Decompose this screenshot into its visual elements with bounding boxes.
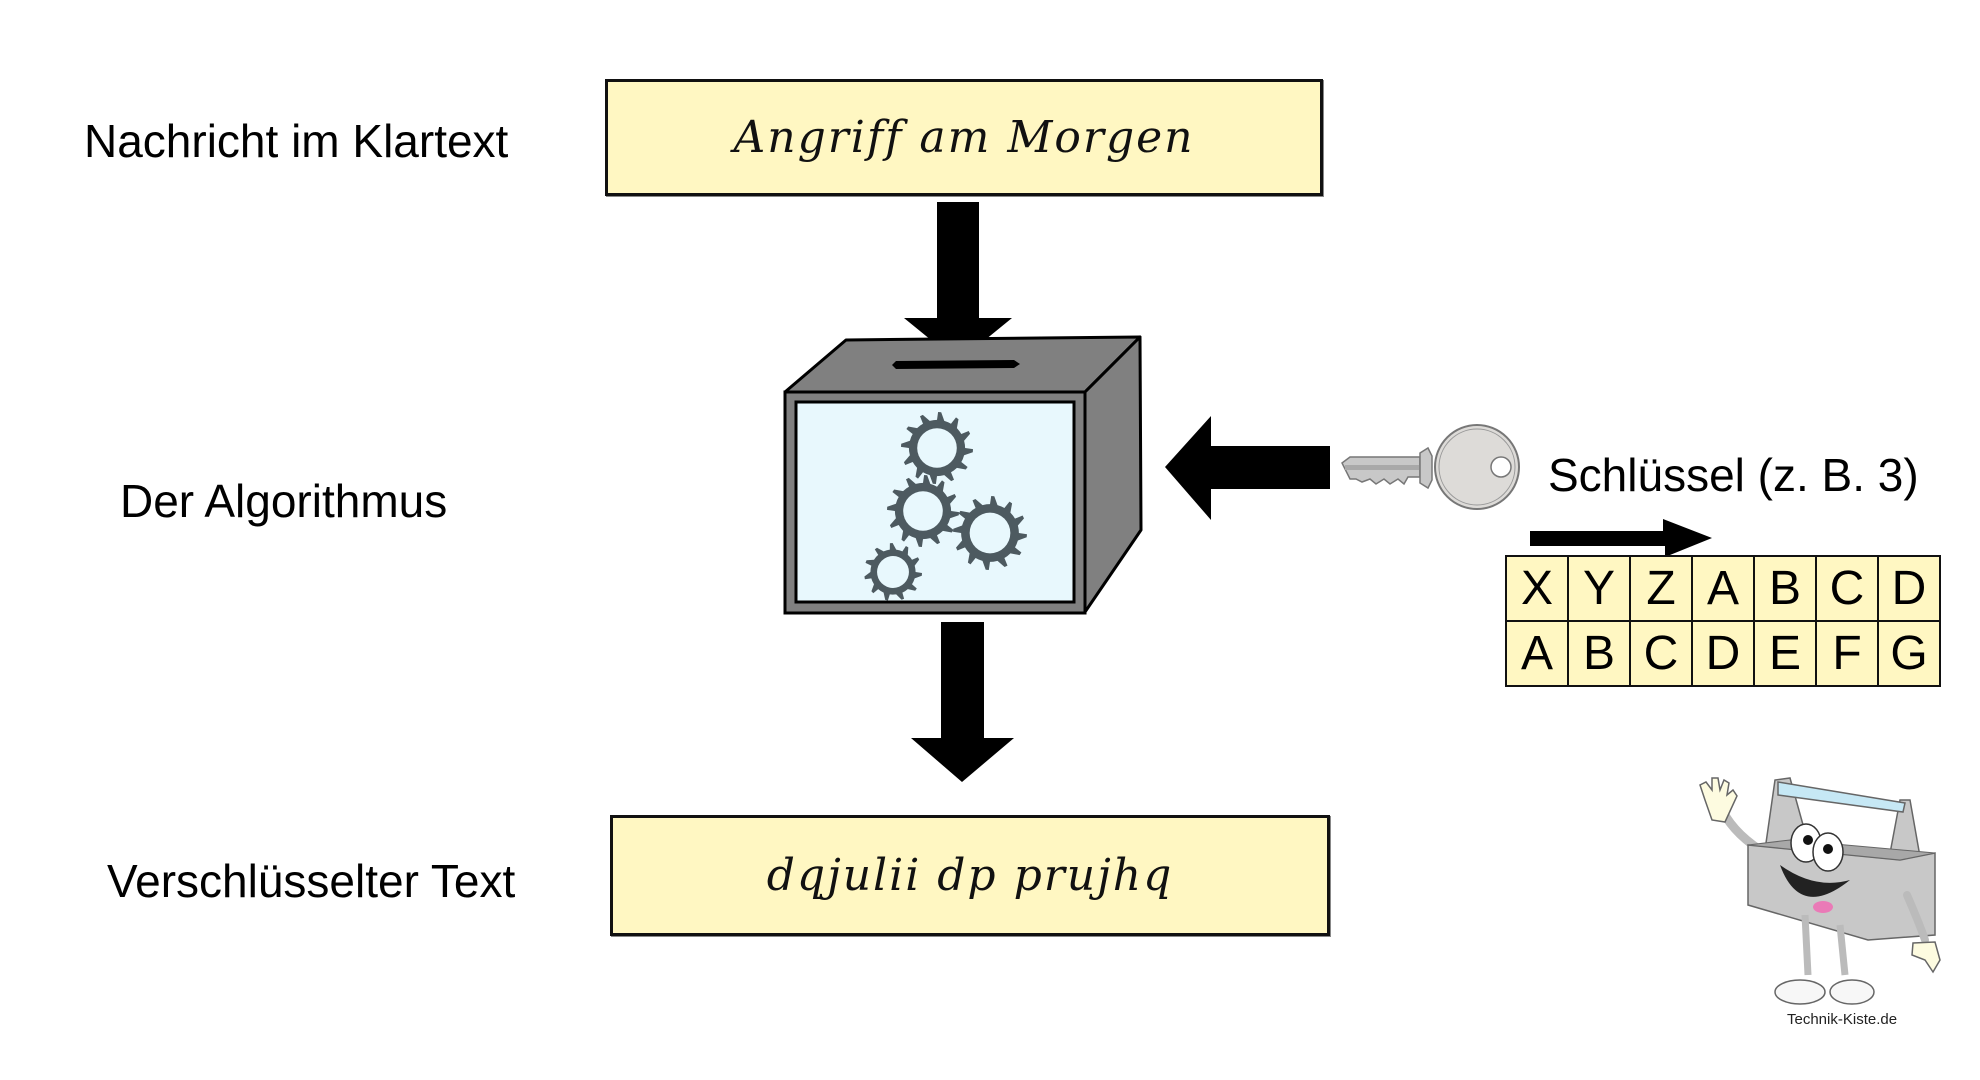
gear-icon <box>901 412 973 484</box>
key-label: Schlüssel (z. B. 3) <box>1548 449 1919 501</box>
cipher-cell: X <box>1505 555 1569 622</box>
plain-cell: D <box>1691 620 1755 687</box>
cipher-cell: A <box>1691 555 1755 622</box>
site-credit: Technik-Kiste.de <box>1787 1011 1898 1028</box>
cipher-table-row-top: X Y Z A B C D <box>1505 555 1941 622</box>
cipher-cell: Z <box>1629 555 1693 622</box>
gear-icon <box>953 496 1027 570</box>
plain-cell: C <box>1629 620 1693 687</box>
plaintext-message: Angriff am Morgen <box>733 112 1195 163</box>
gear-icon <box>887 475 959 547</box>
plaintext-label: Nachricht im Klartext <box>84 115 509 167</box>
algorithm-label: Der Algorithmus <box>120 475 448 527</box>
plain-cell: E <box>1753 620 1817 687</box>
cipher-shift-table: X Y Z A B C D A B C D E F G <box>1505 555 1941 687</box>
cipher-cell: C <box>1815 555 1879 622</box>
cipher-cell: Y <box>1567 555 1631 622</box>
plain-cell: A <box>1505 620 1569 687</box>
ciphertext-box: dqjulii dp prujhq <box>610 815 1330 936</box>
ciphertext-label: Verschlüsselter Text <box>107 855 516 907</box>
gear-icon <box>864 543 922 601</box>
plaintext-box: Angriff am Morgen <box>605 79 1323 196</box>
cipher-table-row-bottom: A B C D E F G <box>1505 620 1941 687</box>
ciphertext-message: dqjulii dp prujhq <box>766 850 1174 901</box>
plain-cell: F <box>1815 620 1879 687</box>
plain-cell: B <box>1567 620 1631 687</box>
cipher-cell: B <box>1753 555 1817 622</box>
cipher-cell: D <box>1877 555 1941 622</box>
plain-cell: G <box>1877 620 1941 687</box>
